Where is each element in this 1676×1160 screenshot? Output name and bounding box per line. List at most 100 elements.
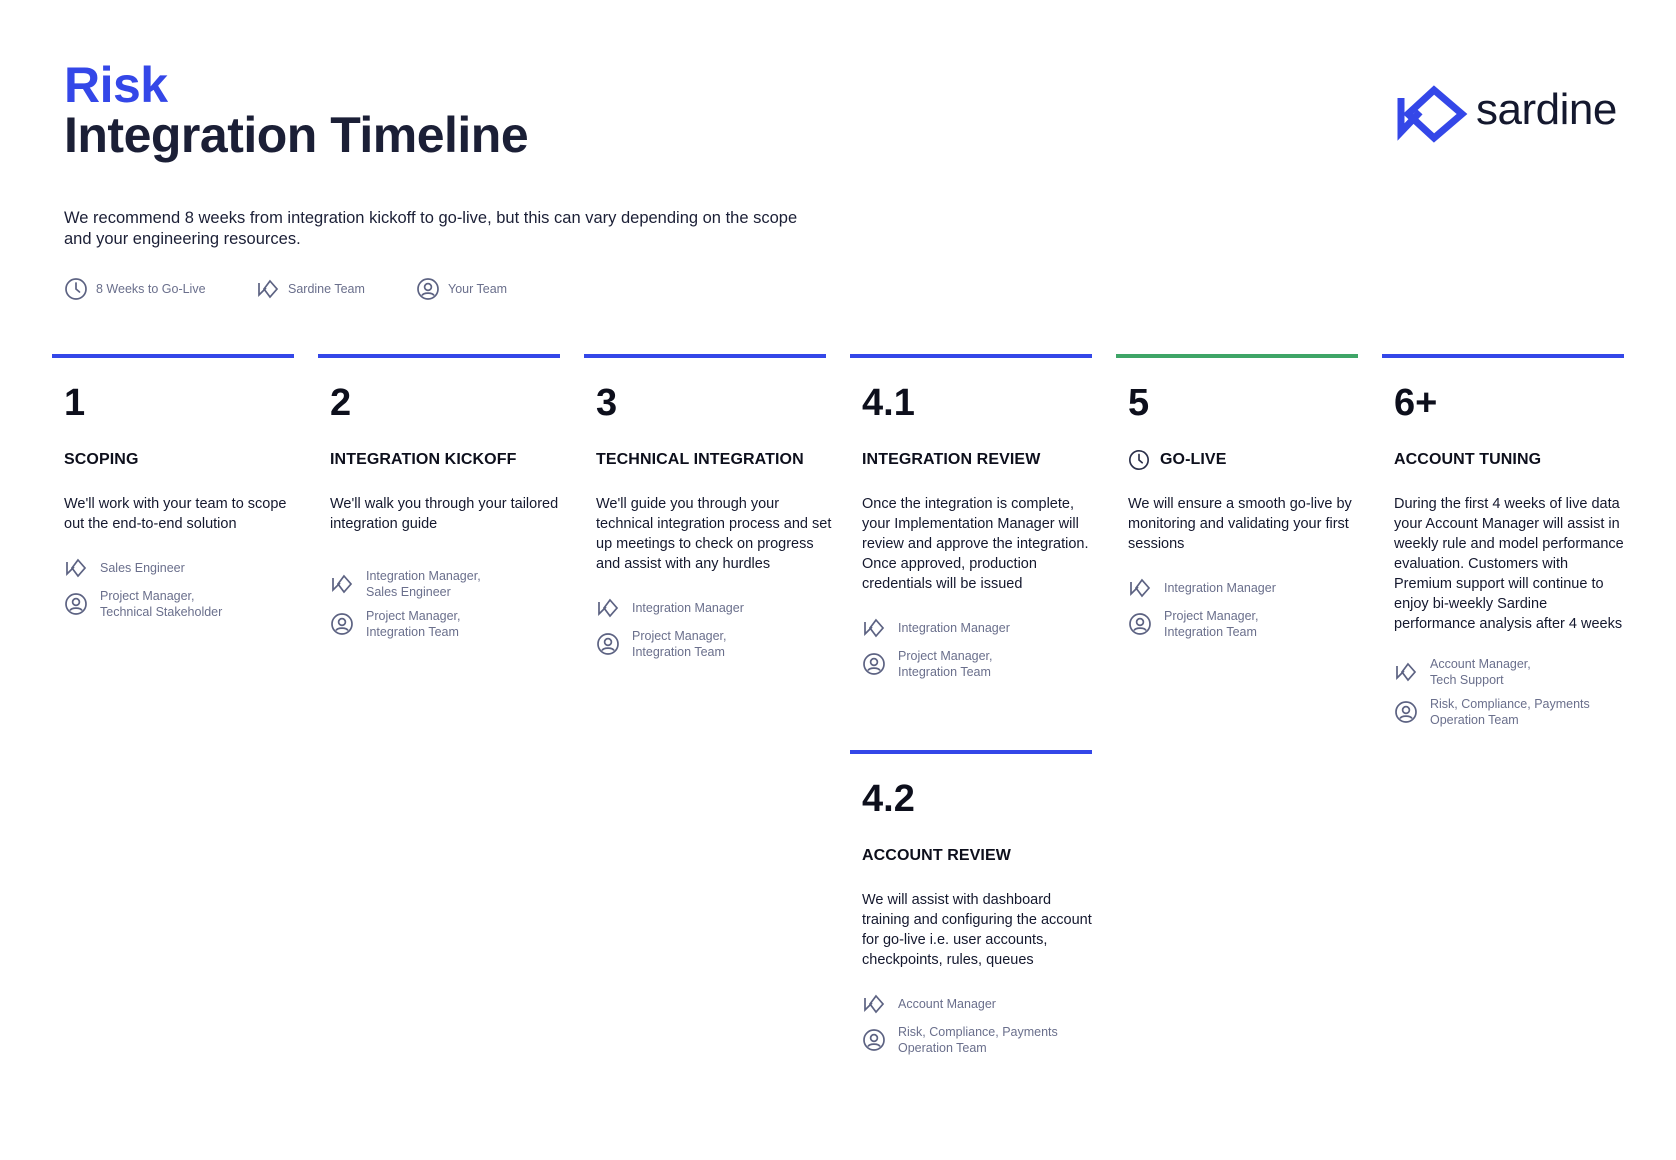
intro-text: We recommend 8 weeks from integration ki…	[64, 209, 798, 248]
phase-title-text: ACCOUNT TUNING	[1394, 451, 1542, 468]
phase-roles: Account Manager Risk, Compliance, Paymen…	[862, 992, 1092, 1056]
phase-account-tuning: 6+ ACCOUNT TUNING During the first 4 wee…	[1382, 354, 1624, 736]
role-line: Project Manager,	[898, 649, 993, 663]
user-icon	[331, 613, 353, 635]
phase-title: INTEGRATION KICKOFF	[330, 450, 560, 470]
phase-account-review: 4.2 ACCOUNT REVIEW We will assist with d…	[850, 750, 1092, 1064]
sardine-team-icon	[258, 279, 279, 299]
phase-scoping: 1 SCOPING We'll work with your team to s…	[52, 354, 294, 628]
user-icon	[65, 593, 87, 615]
role-line: Project Manager,	[366, 609, 461, 623]
phase-bar	[52, 354, 294, 358]
role-your-team: Project Manager, Technical Stakeholder	[64, 588, 294, 620]
role-sardine-team: Account Manager	[862, 992, 1092, 1016]
legend-duration-label: 8 Weeks to Go-Live	[96, 282, 206, 296]
sardine-team-icon	[1396, 662, 1417, 682]
phase-title: ACCOUNT REVIEW	[862, 846, 1092, 866]
phase-bar	[1116, 354, 1358, 358]
phase-title: GO-LIVE	[1128, 450, 1358, 470]
phase-title: ACCOUNT TUNING	[1394, 450, 1624, 470]
phase-title-text: GO-LIVE	[1160, 451, 1227, 468]
user-icon	[417, 278, 439, 300]
phase-roles: Sales Engineer Project Manager, Technical…	[64, 556, 294, 620]
role-line: Operation Team	[1430, 713, 1519, 727]
phase-number: 5	[1128, 382, 1150, 424]
phase-roles: Account Manager,Tech Support Risk, Compl…	[1394, 656, 1624, 728]
phase-description: We'll guide you through your technical i…	[596, 496, 832, 572]
phase-bar	[850, 354, 1092, 358]
role-line: Project Manager,	[100, 589, 195, 603]
role-sardine-team: Sales Engineer	[64, 556, 294, 580]
role-line: Sales Engineer	[366, 585, 451, 599]
sardine-team-icon	[598, 598, 619, 618]
role-line: Risk, Compliance, Payments	[898, 1025, 1058, 1039]
phase-number: 1	[64, 382, 86, 424]
sardine-team-icon	[1130, 578, 1151, 598]
phase-title-text: INTEGRATION KICKOFF	[330, 451, 517, 468]
role-line: Integration Manager	[1164, 581, 1276, 595]
legend-sardine-team-label: Sardine Team	[288, 282, 365, 296]
phase-description: We'll walk you through your tailored int…	[330, 496, 559, 532]
phase-roles: Integration Manager Project Manager, Inte…	[862, 616, 1092, 680]
phase-title-text: ACCOUNT REVIEW	[862, 847, 1011, 864]
role-line: Account Manager,	[1430, 657, 1531, 671]
role-line: Project Manager,	[1164, 609, 1259, 623]
phase-bar	[850, 750, 1092, 754]
sardine-logo: sardine	[1396, 84, 1626, 144]
role-your-team: Project Manager, Integration Team	[862, 648, 1092, 680]
user-icon	[1129, 613, 1151, 635]
phase-title: INTEGRATION REVIEW	[862, 450, 1092, 470]
phase-integration-review: 4.1 INTEGRATION REVIEW Once the integrat…	[850, 354, 1092, 688]
phase-integration-kickoff: 2 INTEGRATION KICKOFF We'll walk you thr…	[318, 354, 560, 648]
role-line: Project Manager,	[632, 629, 727, 643]
role-sardine-team: Integration Manager	[862, 616, 1092, 640]
role-line: Technical Stakeholder	[100, 605, 223, 619]
phase-title-text: SCOPING	[64, 451, 139, 468]
phase-roles: Integration Manager, Sales Engineer Proje…	[330, 568, 560, 640]
phase-description: During the first 4 weeks of live data yo…	[1394, 496, 1624, 632]
phase-bar	[318, 354, 560, 358]
phase-number: 6+	[1394, 382, 1438, 424]
phase-title-text: INTEGRATION REVIEW	[862, 451, 1041, 468]
phase-description: We'll work with your team to scope out t…	[64, 496, 287, 532]
role-line: Risk, Compliance, Payments	[1430, 697, 1590, 711]
user-icon	[863, 1029, 885, 1051]
legend-your-team-label: Your Team	[448, 282, 508, 296]
role-sardine-team: Integration Manager	[1128, 576, 1358, 600]
role-line: Integration Manager	[898, 621, 1010, 635]
sardine-team-icon	[332, 574, 353, 594]
clock-icon	[65, 278, 87, 300]
phase-technical-integration: 3 TECHNICAL INTEGRATION We'll guide you …	[584, 354, 831, 668]
legend-sardine-team: Sardine Team	[256, 276, 365, 302]
role-line: Integration Team	[898, 665, 991, 679]
phase-go-live: 5 GO-LIVE We will ensure a smooth go-liv…	[1116, 354, 1358, 648]
role-sardine-team: Account Manager,Tech Support	[1394, 656, 1624, 688]
phase-number: 4.1	[862, 382, 915, 424]
role-line: Integration Manager,	[366, 569, 481, 583]
role-sardine-team: Integration Manager	[596, 596, 826, 620]
role-line: Operation Team	[898, 1041, 987, 1055]
sardine-team-icon	[864, 994, 885, 1014]
phase-title-text: TECHNICAL INTEGRATION	[596, 451, 804, 468]
role-line: Integration Manager	[632, 601, 744, 615]
page-title: Integration Timeline	[64, 107, 529, 163]
page-eyebrow: Risk	[64, 57, 168, 113]
phase-number: 4.2	[862, 778, 915, 820]
sardine-logo-icon	[1397, 85, 1468, 143]
legend-your-team: Your Team	[416, 276, 507, 302]
clock-icon	[1129, 450, 1149, 470]
user-icon	[597, 633, 619, 655]
role-your-team: Project Manager,Integration Team	[1128, 608, 1358, 640]
role-line: Integration Team	[366, 625, 459, 639]
phase-bar	[584, 354, 826, 358]
phase-description: We will ensure a smooth go-live by monit…	[1128, 496, 1352, 552]
phase-title: SCOPING	[64, 450, 294, 470]
logo-wordmark: sardine	[1476, 85, 1617, 134]
role-your-team: Project Manager,Integration Team	[596, 628, 826, 660]
user-icon	[1395, 701, 1417, 723]
sardine-team-icon	[66, 558, 87, 578]
phase-number: 3	[596, 382, 618, 424]
phase-title: TECHNICAL INTEGRATION	[596, 450, 826, 470]
